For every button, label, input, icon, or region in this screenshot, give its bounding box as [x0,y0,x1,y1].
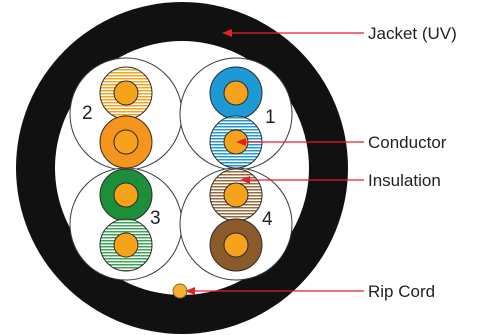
pair-3-number: 3 [150,208,161,229]
insulation-leader [240,176,364,184]
conductor-label: Conductor [368,133,447,152]
pair-4: 4 [179,167,293,281]
rip-cord-label: Rip Cord [368,282,435,301]
pair-4-number: 4 [262,209,273,230]
insulation-label: Insulation [368,171,441,190]
pair-2-number: 2 [82,103,93,124]
rip-cord [172,283,188,299]
jacket-label: Jacket (UV) [368,24,457,43]
conductor-leader [236,138,364,146]
rip-cord-leader [185,287,364,295]
jacket-leader [222,29,364,37]
pair-1-number: 1 [265,107,276,128]
pair-2: 2 [69,57,183,171]
pair-3: 3 [69,167,183,281]
pair-1: 1 [179,57,293,171]
